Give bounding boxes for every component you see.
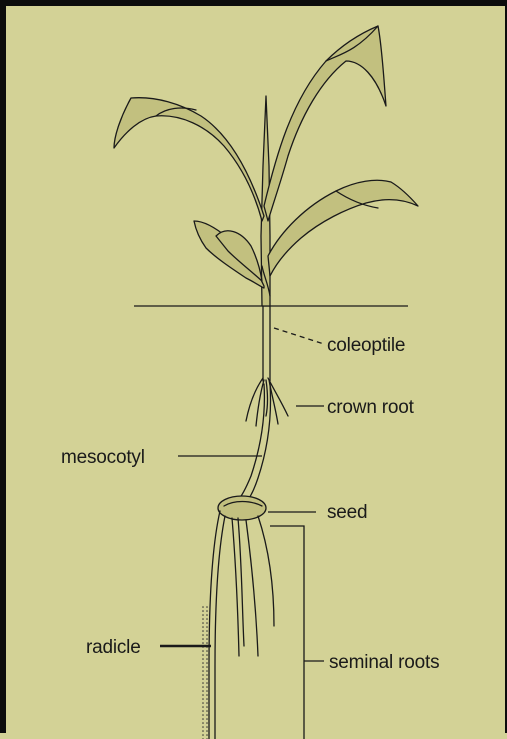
seminal-root-1 [232,518,239,656]
label-mesocotyl: mesocotyl [61,447,145,468]
seminal-root-4 [238,518,244,646]
root-hairs [200,606,210,739]
label-crown-root: crown root [327,397,415,418]
shoot [114,26,418,306]
leader-coleoptile [274,328,324,344]
below-ground [200,306,288,739]
label-seed: seed [327,502,367,523]
seminal-root-3 [258,516,274,626]
leader-seminal-bracket [270,526,304,739]
corn-seedling-diagram: coleoptile crown root mesocotyl seed rad… [6,6,507,739]
seminal-root-2 [246,520,258,656]
leaf-upper-left [114,98,264,221]
crown-roots [246,378,288,426]
radicle-root [209,511,225,739]
mesocotyl-stem [238,384,271,502]
label-radicle: radicle [86,637,141,658]
label-coleoptile: coleoptile [327,335,405,356]
coleoptile-sheath [263,306,270,381]
leader-lines [160,328,324,739]
label-seminal-roots: seminal roots [329,652,439,673]
